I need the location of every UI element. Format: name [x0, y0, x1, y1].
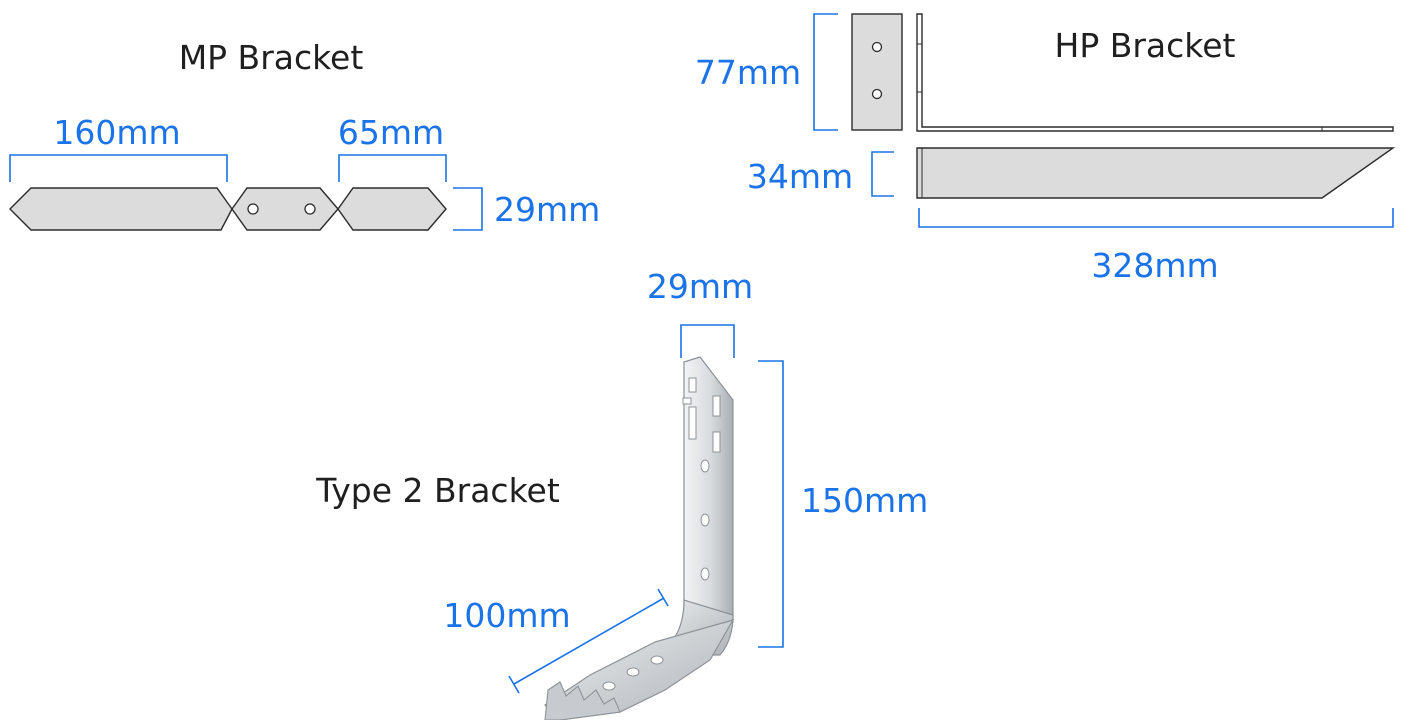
hp-bracket: HP Bracket 77mm 34mm 328mm	[695, 13, 1396, 285]
hp-bracket-plan-view	[916, 147, 1396, 199]
hp-length-dimension-line	[918, 208, 1394, 228]
type2-height-dimension-line	[758, 360, 784, 648]
hp-upright-label: 77mm	[695, 53, 801, 92]
type2-hole-icon	[626, 667, 640, 677]
type2-slot	[682, 397, 692, 405]
type2-upright	[683, 356, 734, 623]
type2-width-label: 29mm	[647, 267, 753, 306]
mp-bracket-body	[9, 187, 339, 231]
type2-width-dimension-line	[680, 324, 735, 358]
mp-height-label: 29mm	[494, 190, 600, 229]
mp-length-label: 160mm	[53, 113, 180, 152]
hp-bracket-title: HP Bracket	[1055, 26, 1236, 65]
type2-bracket-title: Type 2 Bracket	[315, 471, 560, 510]
type2-slot	[712, 431, 721, 453]
hp-angle-profile	[916, 13, 1394, 132]
mp-bracket-body-end	[337, 187, 447, 231]
hp-length-label: 328mm	[1091, 246, 1218, 285]
mp-end-label: 65mm	[338, 113, 444, 152]
type2-hole-icon	[602, 681, 616, 691]
type2-hole-icon	[700, 513, 710, 527]
mp-height-dimension-line	[453, 187, 483, 231]
type2-hole-icon	[650, 655, 664, 665]
hp-upright-dimension-line	[813, 13, 838, 131]
mp-hole-icon	[247, 203, 259, 215]
hp-hole-icon	[871, 41, 883, 53]
mp-bracket-title: MP Bracket	[179, 38, 364, 77]
type2-arm-label: 100mm	[443, 596, 570, 635]
type2-slot	[712, 395, 721, 417]
type2-slot	[688, 377, 697, 393]
hp-hole-icon	[871, 88, 883, 100]
hp-depth-dimension-line	[871, 151, 894, 197]
mp-hole-icon	[304, 203, 316, 215]
hp-depth-label: 34mm	[747, 157, 853, 196]
type2-slot	[688, 406, 697, 440]
type2-height-label: 150mm	[801, 481, 928, 520]
type2-bracket: Type 2 Bracket 29mm 150mm 100mm	[315, 267, 928, 720]
mp-bracket: MP Bracket 160mm 65mm 29mm	[9, 38, 600, 231]
mp-end-dimension-line	[338, 154, 447, 182]
type2-hole-icon	[700, 567, 710, 581]
type2-arm-dimension-line	[508, 588, 669, 694]
mp-length-dimension-line	[9, 154, 228, 182]
hp-upright-side-view	[851, 13, 903, 131]
type2-hole-icon	[700, 459, 710, 473]
type2-arm-teeth	[544, 681, 621, 720]
